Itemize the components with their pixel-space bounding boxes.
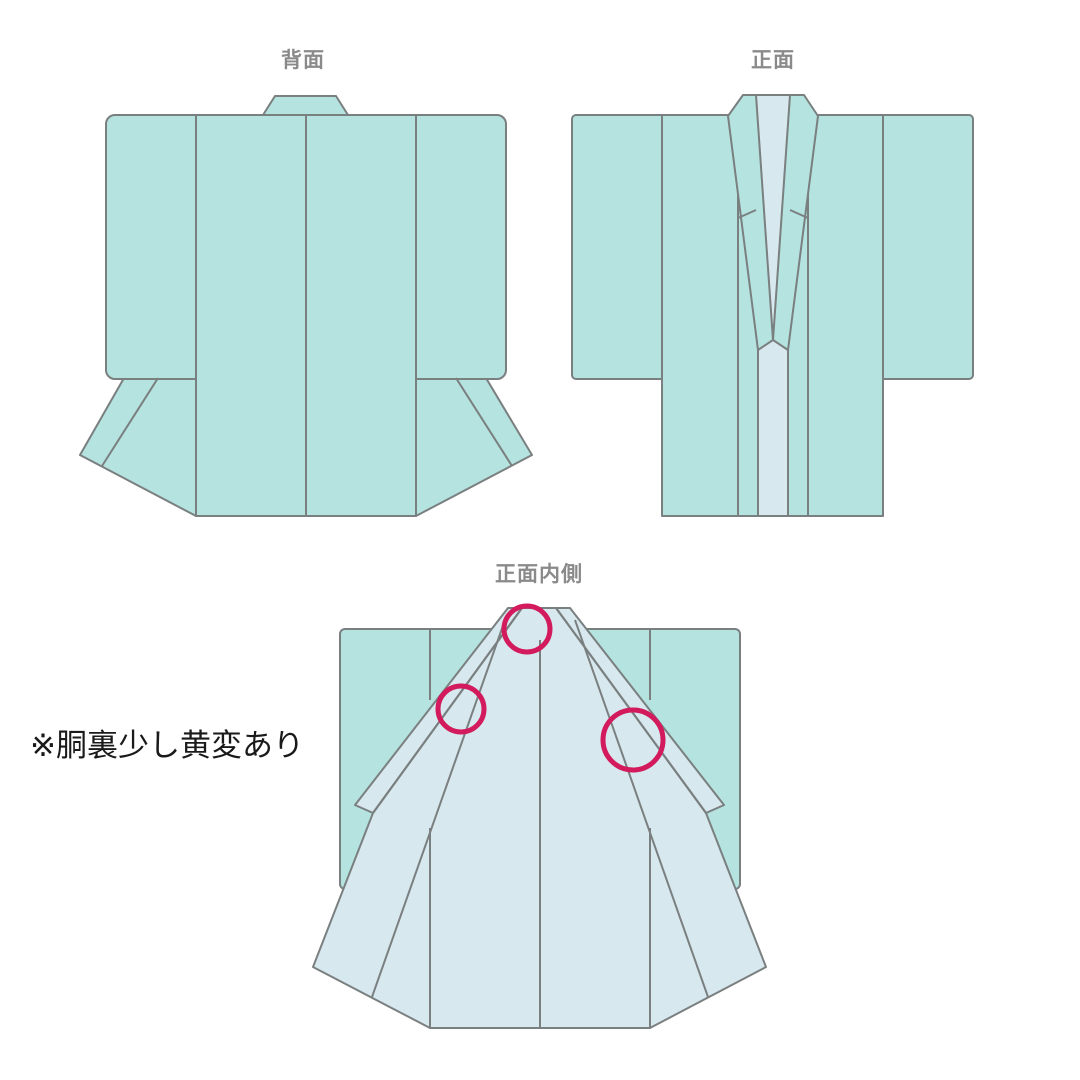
inner-left-collar-edge (372, 607, 523, 814)
front-right-collar-seam (789, 209, 809, 219)
defect-markers (435, 603, 666, 773)
inner-left-gore-line (371, 619, 506, 998)
defect-marker-collar (501, 603, 553, 655)
back-right-gusset (415, 377, 533, 517)
front-view-label: 正面 (751, 48, 795, 72)
back-view (79, 95, 533, 517)
back-view-label: 背面 (281, 48, 325, 72)
defect-marker-left (435, 683, 487, 735)
inner-view-label: 正面内側 (495, 562, 583, 586)
back-left-gusset (79, 377, 197, 517)
front-right-collar (772, 94, 819, 351)
back-collar (262, 95, 349, 116)
front-left-collar (727, 94, 774, 351)
inner-right-gore-line (574, 619, 709, 998)
back-right-gusset-line (455, 377, 513, 467)
inner-view (312, 607, 767, 1029)
front-left-collar-seam (737, 209, 757, 219)
front-view (571, 94, 974, 517)
yellowing-note: ※胴裏少し黄変あり (30, 728, 304, 764)
back-left-gusset-line (101, 377, 159, 467)
defect-marker-right (600, 707, 666, 773)
